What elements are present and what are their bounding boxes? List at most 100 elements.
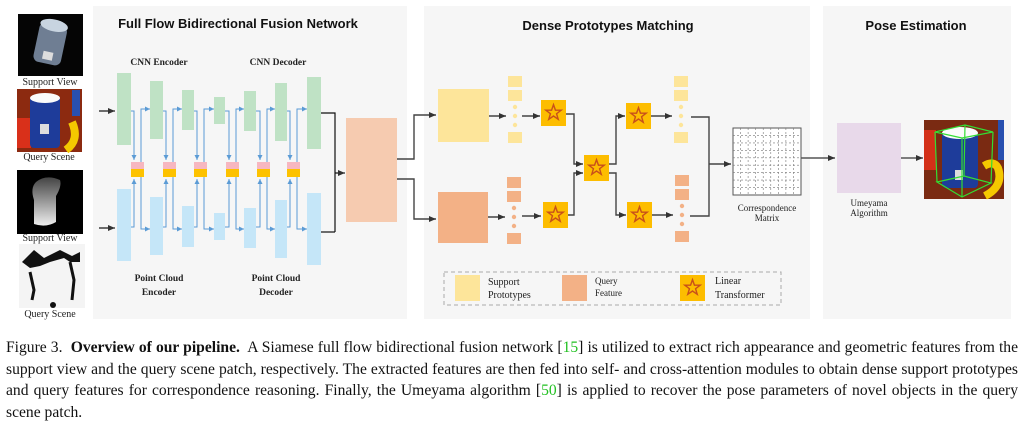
fusion-module-top-1 <box>131 162 144 169</box>
fusion-to-pc-arrow <box>235 177 244 232</box>
pc-to-fusion-arrow <box>163 179 169 228</box>
support-prototype-out-token <box>674 90 688 101</box>
split-arrow-support <box>397 112 436 160</box>
pc-encoder-label-1: Point Cloud <box>135 274 185 284</box>
citation-link-50[interactable]: 50 <box>541 382 557 399</box>
pc-to-fusion-arrow <box>287 179 293 228</box>
caption-text-3: ] is applied to recover the pose paramet… <box>6 382 1018 421</box>
fusion-to-cnn-arrow <box>266 106 275 162</box>
query-feature-ellipsis-dot <box>511 205 517 211</box>
fusion-module-top-2 <box>163 162 176 169</box>
cross-to-support-arrow <box>609 113 625 165</box>
svg-text:Support: Support <box>488 277 520 288</box>
query-feature-ellipsis-dot <box>511 214 517 220</box>
legend-item-transformer: Linear Transformer <box>680 275 765 301</box>
split-arrow-query <box>397 178 436 222</box>
cnn-layer-2 <box>150 81 163 139</box>
query-feature-out-ellipsis-dot <box>679 212 685 218</box>
cnn-layer-1 <box>117 73 131 145</box>
cross-to-query-arrow <box>609 172 626 218</box>
cnn-layer-7 <box>307 77 321 149</box>
umeyama-label-1: Umeyama <box>851 198 888 208</box>
fusion-panel-title: Full Flow Bidirectional Fusion Network <box>118 16 359 31</box>
fusion-to-cnn-arrow <box>172 106 182 162</box>
pointcloud-layer-7 <box>307 193 321 265</box>
query-feature-ellipsis-dot <box>511 223 517 229</box>
cnn-to-fusion-arrow <box>256 110 263 160</box>
fusion-module-bottom-1 <box>131 169 144 177</box>
cnn-output-line <box>321 112 336 232</box>
fusion-to-pc-arrow <box>203 177 214 232</box>
correspondence-matrix <box>732 127 802 196</box>
svg-text:Transformer: Transformer <box>715 290 765 301</box>
umeyama-label-2: Algorithm <box>850 208 888 218</box>
umeyama-block <box>837 123 901 193</box>
cnn-to-fusion-arrow <box>163 110 169 160</box>
cnn-encoder-label: CNN Encoder <box>130 58 188 68</box>
fusion-module-bottom-5 <box>257 169 270 177</box>
query-feature-out-token <box>675 231 689 242</box>
figure-caption: Figure 3. Overview of our pipeline. A Si… <box>6 337 1018 423</box>
fusion-module-top-5 <box>257 162 270 169</box>
fusion-module-top-4 <box>226 162 239 169</box>
merge-line <box>690 116 710 217</box>
support-prototype-out-ellipsis-dot <box>678 122 684 128</box>
pose-result-image <box>924 120 1004 200</box>
svg-text:Query: Query <box>595 276 618 286</box>
correspondence-label-2: Matrix <box>755 213 780 223</box>
pointcloud-layer-6 <box>275 200 287 258</box>
citation-link-15[interactable]: 15 <box>562 339 579 356</box>
cnn-decoder-label: CNN Decoder <box>250 58 308 68</box>
pointcloud-layer-5 <box>244 208 256 248</box>
svg-text:Feature: Feature <box>595 288 622 298</box>
pc-to-fusion-arrow <box>225 179 232 228</box>
fusion-module-bottom-2 <box>163 169 176 177</box>
query-feature-out-ellipsis-dot <box>679 203 685 209</box>
caption-title: Overview of our pipeline. <box>70 339 240 356</box>
cnn-to-fusion-arrow <box>287 110 293 160</box>
matching-blocks <box>488 76 731 244</box>
pc-to-fusion-arrow <box>256 179 263 228</box>
figure-label: Figure 3. <box>6 339 63 356</box>
support-prototype-ellipsis-dot <box>512 122 518 128</box>
support-prototype-ellipsis-dot <box>512 104 518 110</box>
cnn-to-fusion-arrow <box>131 110 137 160</box>
fusion-to-cnn-arrow <box>296 106 307 162</box>
query-feature-token <box>507 233 521 244</box>
correspondence-label-1: Correspondence <box>738 203 796 213</box>
legend-item-query: Query Feature <box>562 275 622 301</box>
pointcloud-layer-2 <box>150 197 163 255</box>
support-prototype-out-token <box>674 132 688 143</box>
pc-decoder-label-1: Point Cloud <box>252 274 302 284</box>
fusion-module-top-6 <box>287 162 300 169</box>
fusion-module-bottom-4 <box>226 169 239 177</box>
pointcloud-layer-3 <box>182 206 194 247</box>
input-support-depth-label: Support View <box>22 233 78 244</box>
query-feature-token <box>507 191 521 202</box>
cnn-layer-6 <box>275 83 287 141</box>
support-prototype-out-ellipsis-dot <box>678 104 684 110</box>
query-feature-block <box>438 192 488 243</box>
pc-decoder-label-2: Decoder <box>259 288 294 298</box>
cnn-layer-4 <box>214 97 225 124</box>
query-feature-token <box>507 177 521 188</box>
input-support-depth <box>17 170 83 234</box>
cnn-layer-5 <box>244 91 256 131</box>
support-prototype-ellipsis-dot <box>512 113 518 119</box>
pc-encoder-label-2: Encoder <box>142 288 177 298</box>
fusion-to-pc-arrow <box>296 177 307 232</box>
pointcloud-layer-4 <box>214 213 225 240</box>
input-query-depth-label: Query Scene <box>24 309 76 320</box>
legend-swatch-query <box>562 275 587 301</box>
fusion-module-bottom-3 <box>194 169 207 177</box>
query-feature-out-token <box>675 175 689 186</box>
cnn-to-fusion-arrow <box>225 110 232 160</box>
svg-text:Linear: Linear <box>715 276 742 287</box>
pc-to-fusion-arrow <box>194 179 200 228</box>
input-query-rgb <box>17 89 82 154</box>
legend-item-support: Support Prototypes <box>455 275 531 301</box>
pipeline-diagram: Full Flow Bidirectional Fusion Network D… <box>17 14 1004 320</box>
input-query-depth <box>19 244 85 308</box>
fusion-to-pc-arrow <box>140 177 150 232</box>
cnn-layer-3 <box>182 90 194 130</box>
